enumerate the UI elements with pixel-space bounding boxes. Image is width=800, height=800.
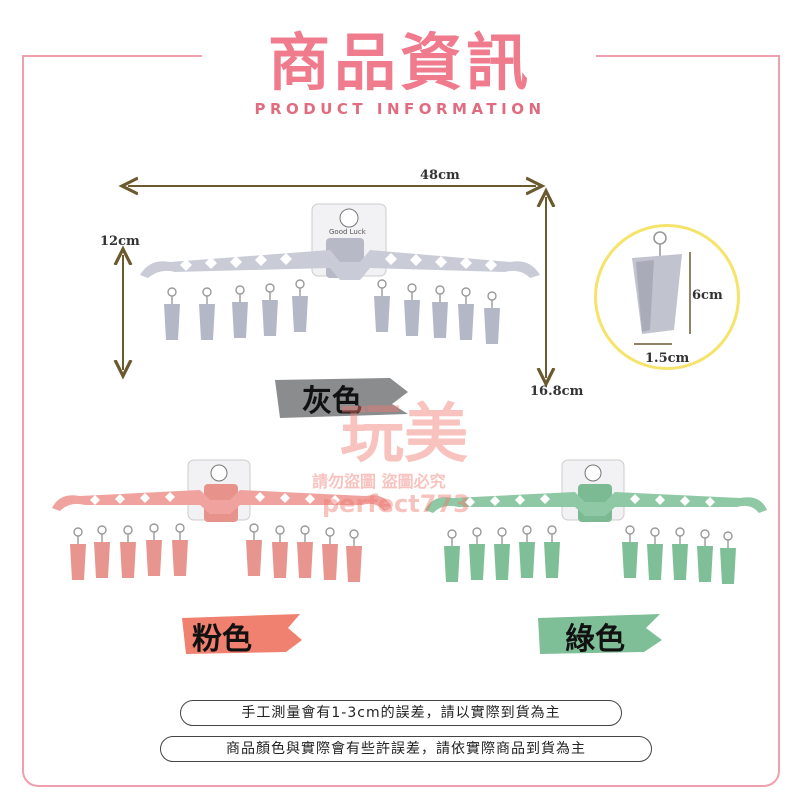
variant-label-gray: 灰色 — [302, 384, 362, 419]
total-height-label: 16.8cm — [530, 384, 584, 399]
page-subtitle: PRODUCT INFORMATION — [254, 100, 546, 118]
green-brush — [538, 614, 662, 654]
green-hanger — [425, 459, 767, 585]
width-label: 48cm — [420, 168, 460, 183]
watermark-id: perfect773 — [322, 490, 470, 518]
gray-brush — [275, 378, 408, 418]
frame-top-line-left — [22, 55, 202, 57]
clip-height-label: 6cm — [692, 288, 723, 303]
mount-badge-text: Good Luck — [329, 228, 366, 236]
page-title: 商品資訊 — [267, 26, 532, 99]
note-color: 商品顏色與實際會有些許誤差，請依實際商品到貨為主 — [160, 736, 652, 762]
pink-brush — [182, 614, 302, 654]
frame-top-line-right — [596, 55, 778, 57]
note-measurement: 手工測量會有1-3cm的誤差，請以實際到貨為主 — [180, 700, 622, 726]
pink-hanger — [52, 459, 392, 583]
variant-label-pink: 粉色 — [192, 622, 252, 657]
variant-label-green: 綠色 — [565, 622, 625, 657]
gray-hanger — [140, 203, 540, 345]
content-frame — [22, 55, 780, 787]
watermark-title: 玩美 — [340, 398, 468, 472]
watermark-subtitle: 請勿盜圖 盜圖必究 — [312, 472, 446, 491]
hook-height-label: 12cm — [100, 234, 140, 249]
clip-width-label: 1.5cm — [645, 351, 690, 366]
